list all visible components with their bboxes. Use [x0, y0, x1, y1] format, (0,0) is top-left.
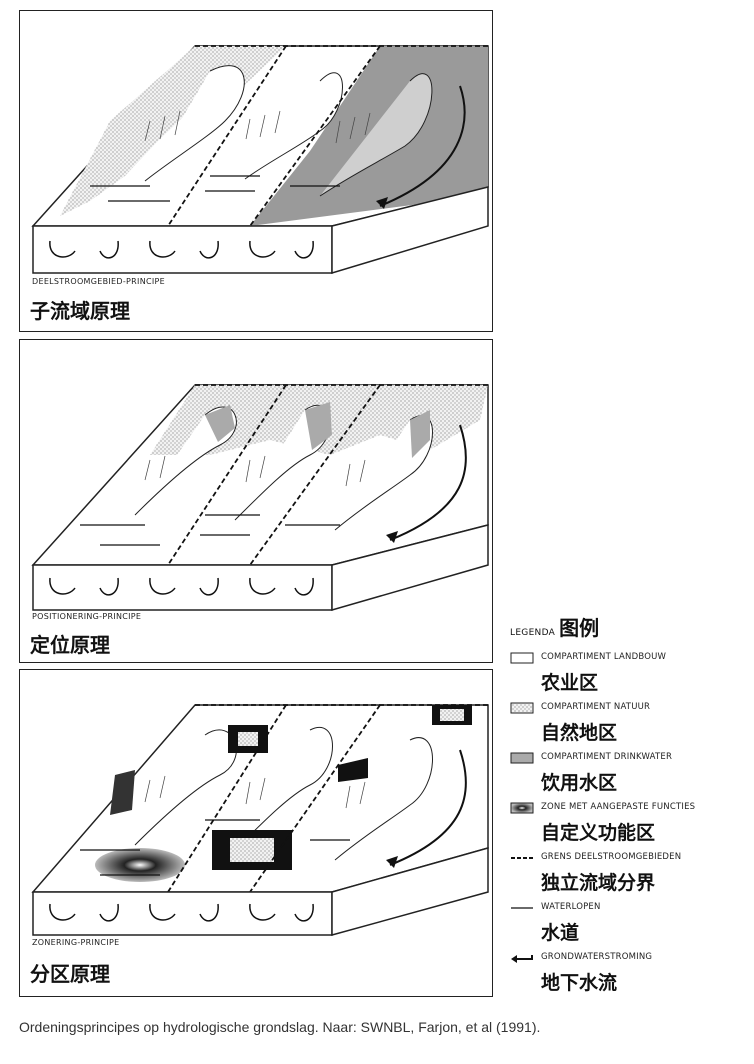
block-diagram-3: [31, 704, 489, 936]
gradient-box-icon: [510, 802, 534, 814]
blank-box-icon: [510, 652, 534, 664]
legend-label-en: COMPARTIMENT NATUUR: [541, 702, 651, 712]
legend-label-zh: 水道: [541, 922, 580, 944]
legend-title-zh: 图例: [559, 616, 600, 640]
block-diagram-1: [31, 45, 489, 275]
panel-caption-en: POSITIONERING-PRINCIPE: [32, 612, 142, 621]
panel-caption-zh: 定位原理: [30, 633, 110, 657]
legend-item-grondwater: GRONDWATERSTROMING 地下水流: [510, 950, 750, 1000]
legend-item-zone: ZONE MET AANGEPASTE FUNCTIES 自定义功能区: [510, 800, 750, 850]
legend-item-natuur: COMPARTIMENT NATUUR 自然地区: [510, 700, 750, 750]
legend-label-en: ZONE MET AANGEPASTE FUNCTIES: [541, 802, 696, 812]
dotted-box-icon: [510, 702, 534, 714]
panel-zonering: ZONERING-PRINCIPE 分区原理: [19, 669, 493, 997]
legend-item-waterlopen: WATERLOPEN 水道: [510, 900, 750, 950]
panel-caption-en: DEELSTROOMGEBIED-PRINCIPE: [32, 277, 165, 286]
legend-label-zh: 农业区: [541, 672, 599, 694]
legend-label-zh: 自然地区: [541, 722, 618, 744]
panel-caption-en: ZONERING-PRINCIPE: [32, 938, 120, 947]
legend-label-en: GRENS DEELSTROOMGEBIEDEN: [541, 852, 682, 862]
panel-positionering: POSITIONERING-PRINCIPE 定位原理: [19, 339, 493, 663]
panel-caption-zh: 分区原理: [30, 962, 110, 986]
block-diagram-2: [31, 384, 489, 611]
legend-label-en: COMPARTIMENT DRINKWATER: [541, 752, 673, 762]
legend-label-en: WATERLOPEN: [541, 902, 601, 912]
legend-label-en: COMPARTIMENT LANDBOUW: [541, 652, 667, 662]
arrow-left-icon: [511, 955, 533, 963]
legend-label-zh: 地下水流: [541, 972, 618, 994]
legend-label-zh: 自定义功能区: [541, 822, 656, 844]
grey-box-icon: [510, 752, 534, 764]
legend-label-zh: 独立流域分界: [541, 872, 656, 894]
legend-item-landbouw: COMPARTIMENT LANDBOUW 农业区: [510, 650, 750, 700]
dashed-line-icon: [511, 857, 533, 859]
figure-caption: Ordeningsprincipes op hydrologische gron…: [19, 1019, 541, 1035]
legend-title-en: LEGENDA: [510, 628, 556, 638]
zone-markers: [95, 705, 472, 882]
legend-item-grens: GRENS DEELSTROOMGEBIEDEN 独立流域分界: [510, 850, 750, 900]
panel-caption-zh: 子流域原理: [30, 299, 130, 323]
legend-label-en: GRONDWATERSTROMING: [541, 952, 653, 962]
legend-label-zh: 饮用水区: [541, 772, 618, 794]
solid-line-icon: [511, 907, 533, 909]
legend-item-drinkwater: COMPARTIMENT DRINKWATER 饮用水区: [510, 750, 750, 800]
panel-deelstroomgebied: DEELSTROOMGEBIED-PRINCIPE 子流域原理: [19, 10, 493, 332]
